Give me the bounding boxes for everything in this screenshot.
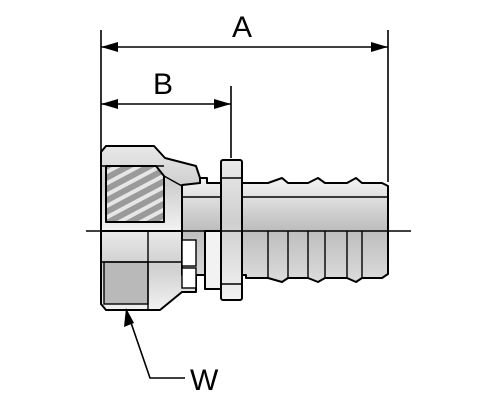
- leader-line-w: [127, 313, 185, 379]
- label-w: W: [190, 364, 219, 397]
- arrowhead-a-right: [371, 42, 388, 52]
- dimension-a: A: [100, 11, 389, 182]
- arrowhead-b-left: [101, 99, 118, 109]
- label-b: B: [153, 68, 173, 101]
- dimension-w: W: [124, 308, 219, 397]
- hex-flat-face: [103, 261, 149, 305]
- collar: [204, 159, 243, 301]
- nut-inner-bore-bottom: [181, 267, 197, 289]
- nut-inner-bore-top: [181, 239, 197, 267]
- collar-lower-step: [204, 230, 222, 290]
- arrowhead-a-left: [101, 42, 118, 52]
- label-a: A: [232, 11, 252, 44]
- nut-threads: [105, 165, 165, 223]
- dimension-b: B: [101, 68, 232, 158]
- nut-shoulder: [163, 175, 183, 187]
- arrowhead-b-right: [214, 99, 231, 109]
- collar-ring: [220, 159, 243, 301]
- arrowhead-w: [124, 308, 134, 327]
